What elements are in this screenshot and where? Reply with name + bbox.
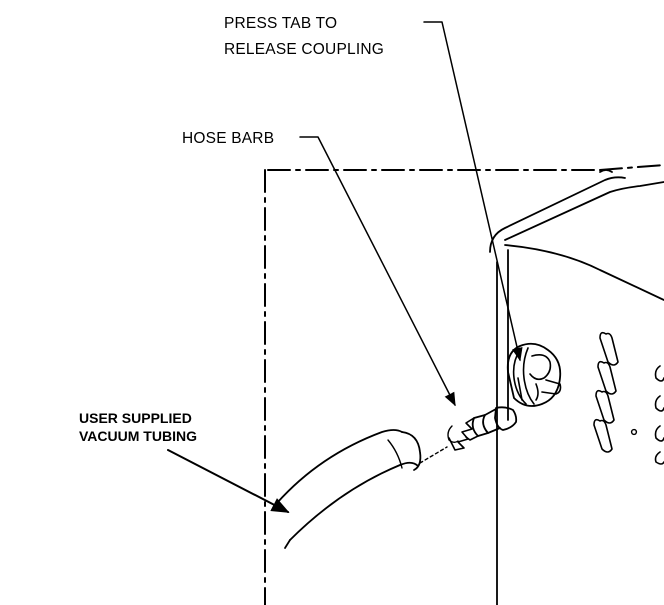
- hose-barb-label: HOSE BARB: [182, 130, 274, 147]
- press-tab-label-line2: RELEASE COUPLING: [224, 41, 384, 58]
- tubing-leader: [167, 449, 290, 513]
- hose-barb-leader: [299, 136, 456, 407]
- cabinet-housing: [489, 169, 664, 605]
- vacuum-tubing: [271, 429, 422, 549]
- vent-slots: [593, 331, 664, 465]
- press-tab-leader: [423, 21, 523, 362]
- hose-barb-fitting: [447, 406, 518, 451]
- phantom-outline: [264, 164, 664, 605]
- quick-coupling: [506, 342, 562, 407]
- connection-line: [419, 446, 448, 464]
- user-tubing-label-line2: VACUUM TUBING: [79, 428, 197, 444]
- leader-lines: [167, 21, 523, 513]
- user-tubing-label-line1: USER SUPPLIED: [79, 410, 192, 426]
- press-tab-label-line1: PRESS TAB TO: [224, 15, 337, 32]
